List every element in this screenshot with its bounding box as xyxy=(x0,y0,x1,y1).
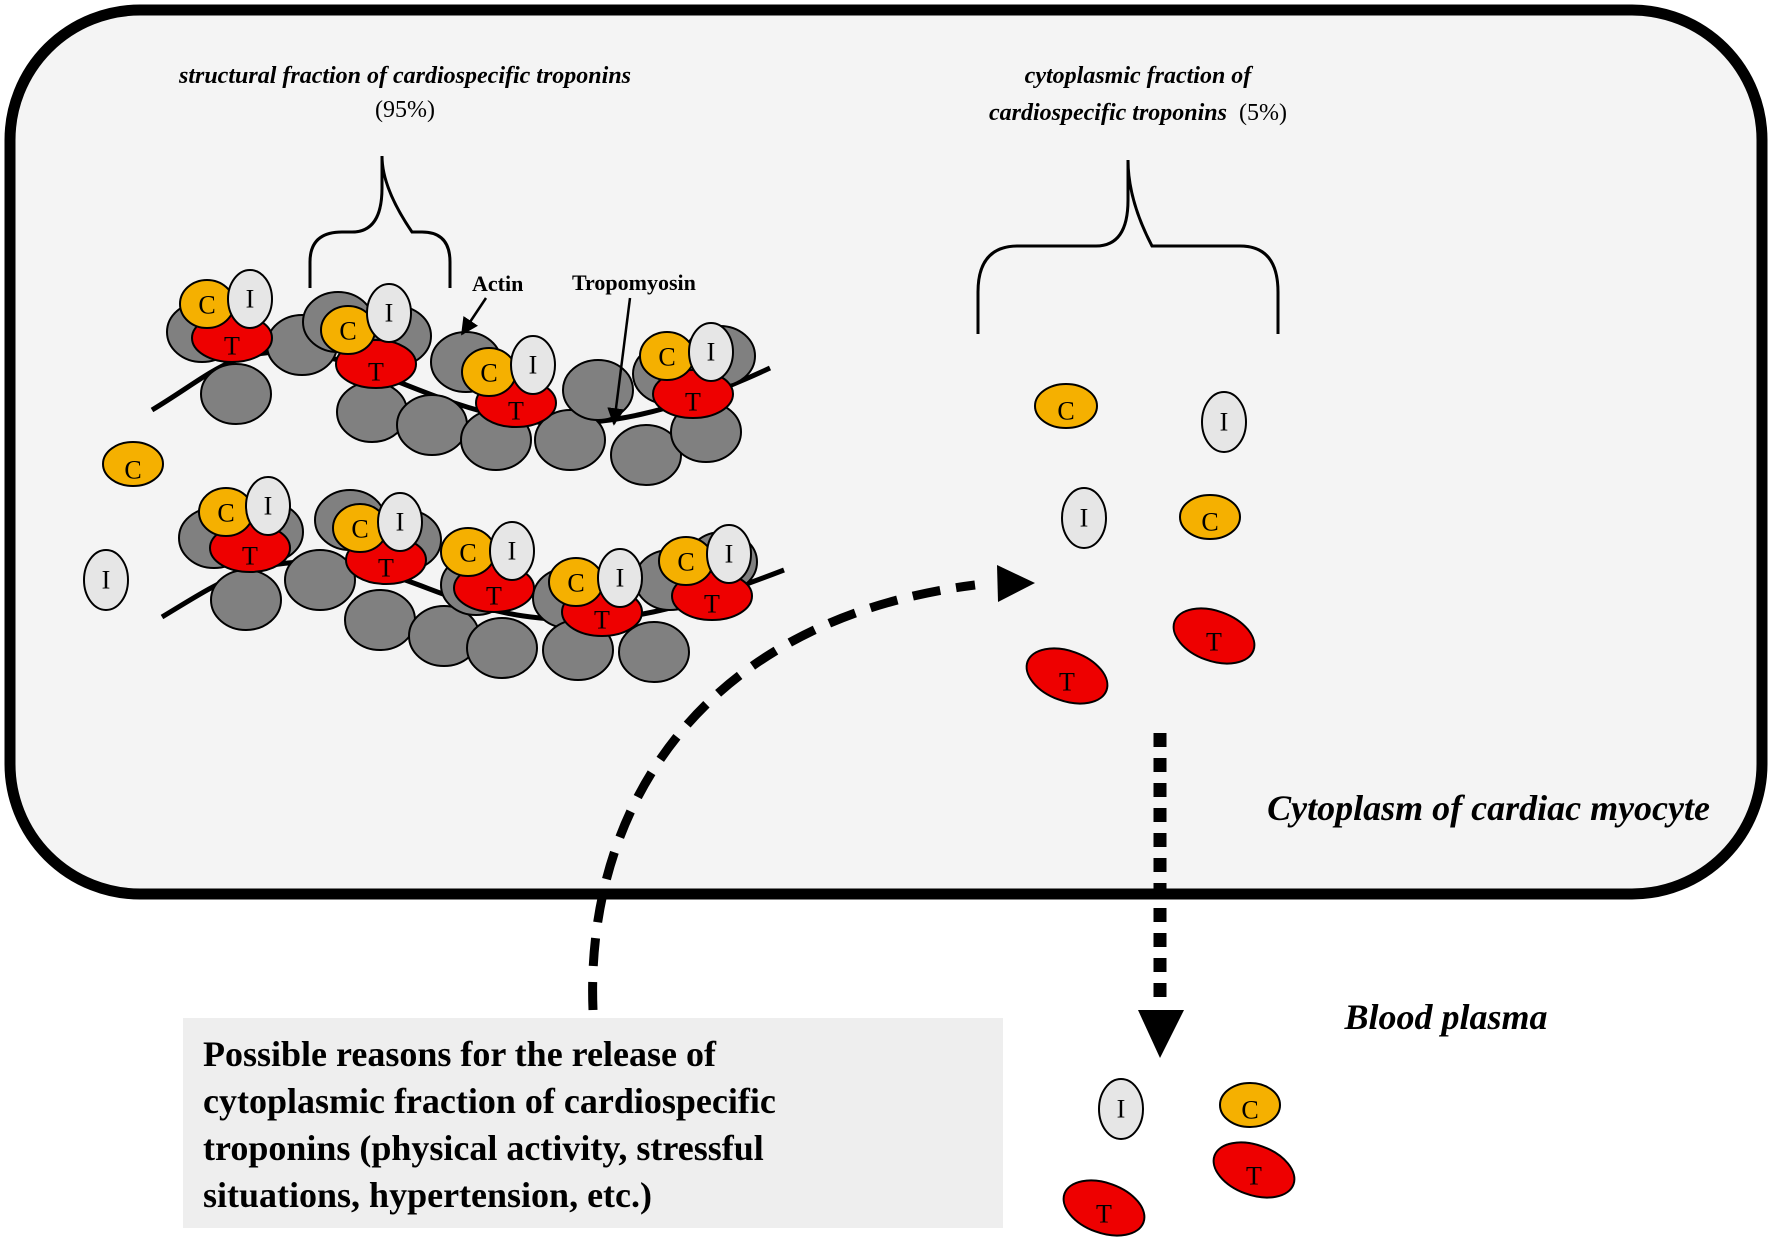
troponin-complex: T C I xyxy=(440,521,535,613)
cytoplasmic-troponin-i: I xyxy=(1061,487,1107,549)
blood-troponin-i: I xyxy=(1098,1078,1144,1140)
svg-text:I: I xyxy=(385,299,394,328)
cytoplasmic-fraction-title-line1: cytoplasmic fraction of xyxy=(1025,63,1254,89)
troponin-complex: T C I xyxy=(639,322,734,419)
blood-plasma-label: Blood plasma xyxy=(1343,997,1547,1037)
cytoplasmic-troponins: C I I C T T xyxy=(1025,383,1256,705)
svg-text:I: I xyxy=(264,492,273,521)
actin-label: Actin xyxy=(472,271,523,296)
blood-troponins: I C T T xyxy=(1062,1078,1296,1237)
troponin-complex: T C I xyxy=(658,524,753,621)
upper-troponin-complexes: T C I T C I T C I xyxy=(179,269,734,428)
svg-text:C: C xyxy=(480,359,497,388)
svg-text:C: C xyxy=(658,343,675,372)
troponin-complex: T C I xyxy=(548,548,643,637)
svg-text:I: I xyxy=(725,540,734,569)
release-reasons-line-2: cytoplasmic fraction of cardiospecific xyxy=(203,1081,776,1121)
tropomyosin-label: Tropomyosin xyxy=(572,270,696,295)
svg-text:C: C xyxy=(1057,397,1074,426)
structural-fraction-title: structural fraction of cardiospecific tr… xyxy=(178,63,631,89)
free-troponin-i: I xyxy=(83,549,129,611)
structural-fraction-percent: (95%) xyxy=(375,97,435,123)
cytoplasmic-troponin-c: C xyxy=(1179,494,1241,540)
cytoplasmic-troponin-t: T xyxy=(1172,607,1256,665)
svg-text:I: I xyxy=(616,564,625,593)
svg-text:I: I xyxy=(396,508,405,537)
svg-text:C: C xyxy=(198,291,215,320)
svg-text:T: T xyxy=(378,554,394,583)
svg-text:T: T xyxy=(1096,1200,1112,1229)
svg-text:I: I xyxy=(246,285,255,314)
svg-text:I: I xyxy=(1220,408,1229,437)
svg-text:T: T xyxy=(242,542,258,571)
cardiac-myocyte-cell xyxy=(4,4,1768,900)
blood-troponin-t: T xyxy=(1212,1141,1296,1199)
svg-text:T: T xyxy=(594,606,610,635)
svg-text:T: T xyxy=(1246,1162,1262,1191)
svg-text:C: C xyxy=(339,317,356,346)
cytoplasmic-troponin-t: T xyxy=(1025,647,1109,705)
leak-to-blood-arrowhead xyxy=(1138,1010,1184,1058)
free-troponin-c: C xyxy=(102,441,164,487)
release-reasons-line-3: troponins (physical activity, stressful xyxy=(203,1128,764,1168)
actin-pointer-arrow xyxy=(460,297,488,336)
blood-troponin-t: T xyxy=(1062,1179,1146,1237)
svg-text:I: I xyxy=(102,566,111,595)
lower-thin-filament: T C I T C I T C I xyxy=(160,476,785,683)
svg-text:C: C xyxy=(217,499,234,528)
lower-troponin-complexes: T C I T C I T C I xyxy=(198,476,753,637)
svg-text:T: T xyxy=(508,397,524,426)
svg-text:T: T xyxy=(1059,668,1075,697)
release-reasons-line-4: situations, hypertension, etc.) xyxy=(203,1175,652,1215)
troponin-complex: T C I xyxy=(179,269,273,363)
troponin-complex: T C I xyxy=(461,335,557,428)
svg-text:T: T xyxy=(368,358,384,387)
svg-text:C: C xyxy=(1201,508,1218,537)
troponin-complex: T C I xyxy=(320,283,417,389)
troponin-complex: T C I xyxy=(198,476,291,573)
cytoplasmic-troponin-i: I xyxy=(1201,391,1247,453)
upper-thin-filament: T C I T C I T C I xyxy=(150,269,772,486)
cytoplasmic-fraction-brace xyxy=(976,159,1280,334)
svg-text:T: T xyxy=(685,388,701,417)
cytoplasmic-fraction-title-line2: cardiospecific troponins (5%) xyxy=(989,100,1287,126)
svg-text:T: T xyxy=(704,590,720,619)
svg-text:I: I xyxy=(529,351,538,380)
cytoplasmic-troponin-c: C xyxy=(1034,383,1098,429)
svg-text:T: T xyxy=(486,582,502,611)
svg-text:C: C xyxy=(677,548,694,577)
svg-text:C: C xyxy=(124,456,141,485)
structural-fraction-brace xyxy=(308,155,452,288)
release-reasons-line-1: Possible reasons for the release of xyxy=(203,1034,717,1074)
svg-text:I: I xyxy=(508,537,517,566)
release-trigger-arrowhead xyxy=(997,565,1035,602)
svg-text:I: I xyxy=(1080,504,1089,533)
cytoplasm-label: Cytoplasm of cardiac myocyte xyxy=(1267,788,1710,828)
svg-text:C: C xyxy=(459,539,476,568)
svg-text:I: I xyxy=(707,338,716,367)
release-reasons-box xyxy=(183,1018,1003,1228)
svg-text:C: C xyxy=(1241,1096,1258,1125)
svg-text:C: C xyxy=(567,569,584,598)
svg-text:I: I xyxy=(1117,1095,1126,1124)
svg-text:C: C xyxy=(351,515,368,544)
tropomyosin-pointer-arrow xyxy=(607,297,632,426)
svg-text:T: T xyxy=(1206,628,1222,657)
troponin-complex: T C I xyxy=(332,492,427,585)
blood-troponin-c: C xyxy=(1219,1082,1281,1128)
svg-text:T: T xyxy=(224,332,240,361)
